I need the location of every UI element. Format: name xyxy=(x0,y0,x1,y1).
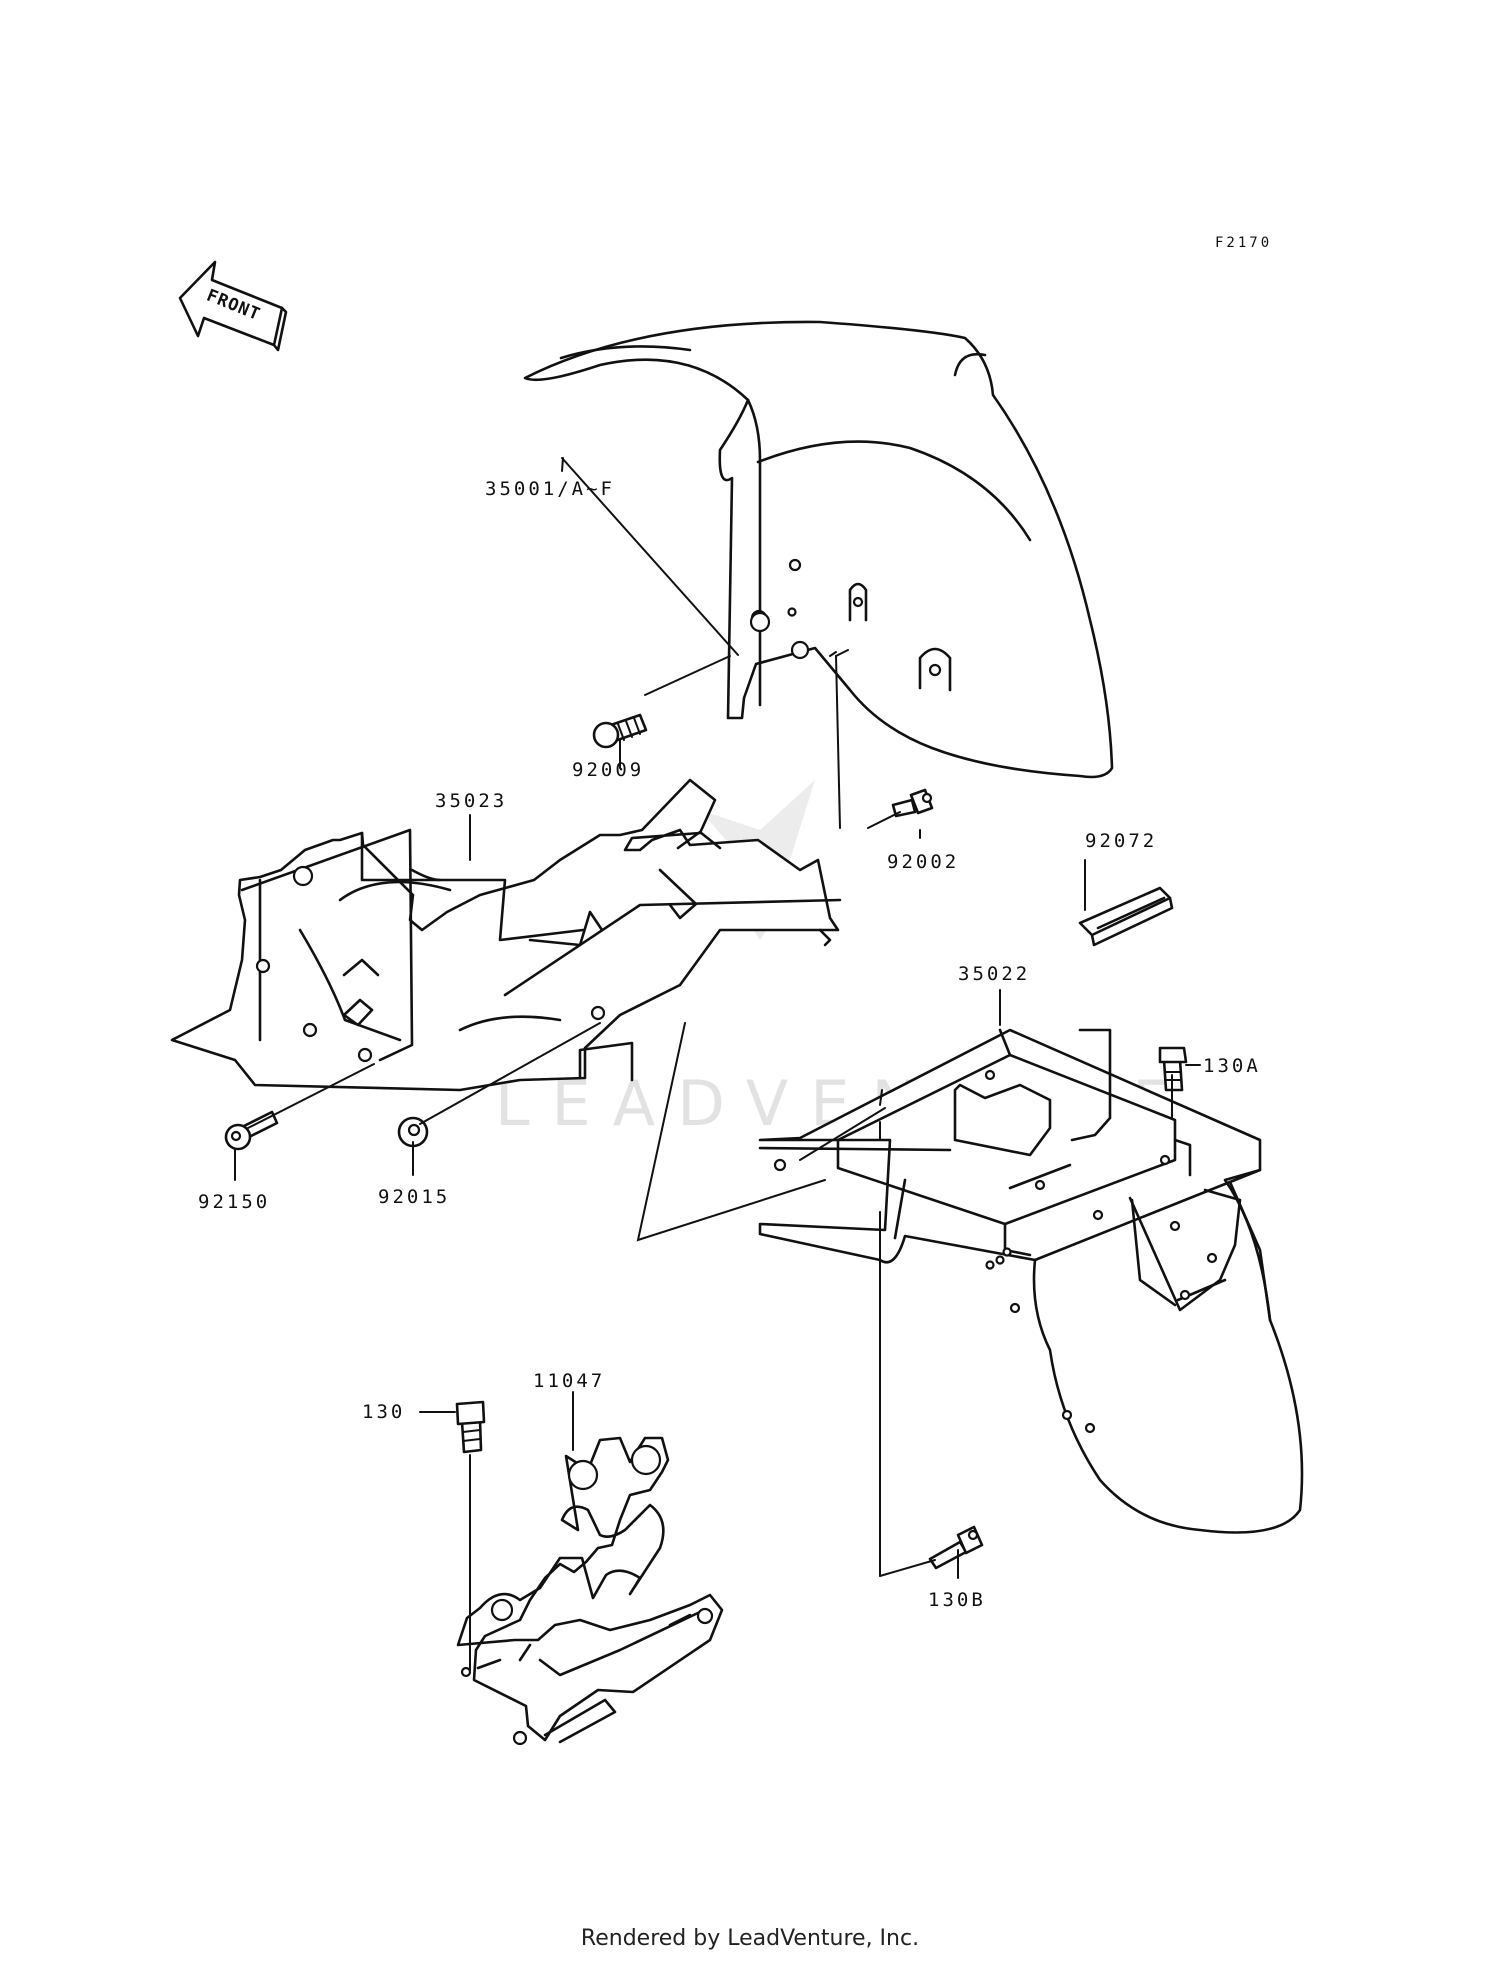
callout-35022[interactable]: 35022 xyxy=(958,963,1030,985)
callout-labels: 35001/A~F 92009 92002 35023 92072 35022 … xyxy=(198,478,1261,1611)
bracket xyxy=(456,1436,724,1746)
callout-92009[interactable]: 92009 xyxy=(572,759,644,781)
callout-92150[interactable]: 92150 xyxy=(198,1191,270,1213)
rear-fender xyxy=(758,1028,1304,1534)
bolt-130b-icon xyxy=(928,1525,984,1570)
callout-11047[interactable]: 11047 xyxy=(533,1370,605,1392)
diagram-code: F2170 xyxy=(1215,235,1272,251)
callout-130a[interactable]: 130A xyxy=(1203,1055,1261,1077)
inner-fender xyxy=(170,778,842,1092)
callout-92015[interactable]: 92015 xyxy=(378,1186,450,1208)
callout-92002[interactable]: 92002 xyxy=(887,851,959,873)
callout-130[interactable]: 130 xyxy=(362,1401,405,1423)
front-arrow-icon: FRONT xyxy=(178,260,288,352)
bolt-130-icon xyxy=(455,1400,486,1454)
callout-130b[interactable]: 130B xyxy=(928,1589,986,1611)
battery-strap xyxy=(1078,886,1174,947)
bolt-130a-icon xyxy=(1158,1046,1188,1092)
footer-credit: Rendered by LeadVenture, Inc. xyxy=(581,1926,919,1951)
leader-lines xyxy=(234,457,1201,1671)
callout-35001[interactable]: 35001/A~F xyxy=(485,478,615,500)
bolt-92009-icon xyxy=(592,713,648,749)
nut-92015-icon xyxy=(397,1116,429,1148)
callout-92072[interactable]: 92072 xyxy=(1085,830,1157,852)
callout-35023[interactable]: 35023 xyxy=(435,790,507,812)
front-fender xyxy=(523,320,1114,779)
